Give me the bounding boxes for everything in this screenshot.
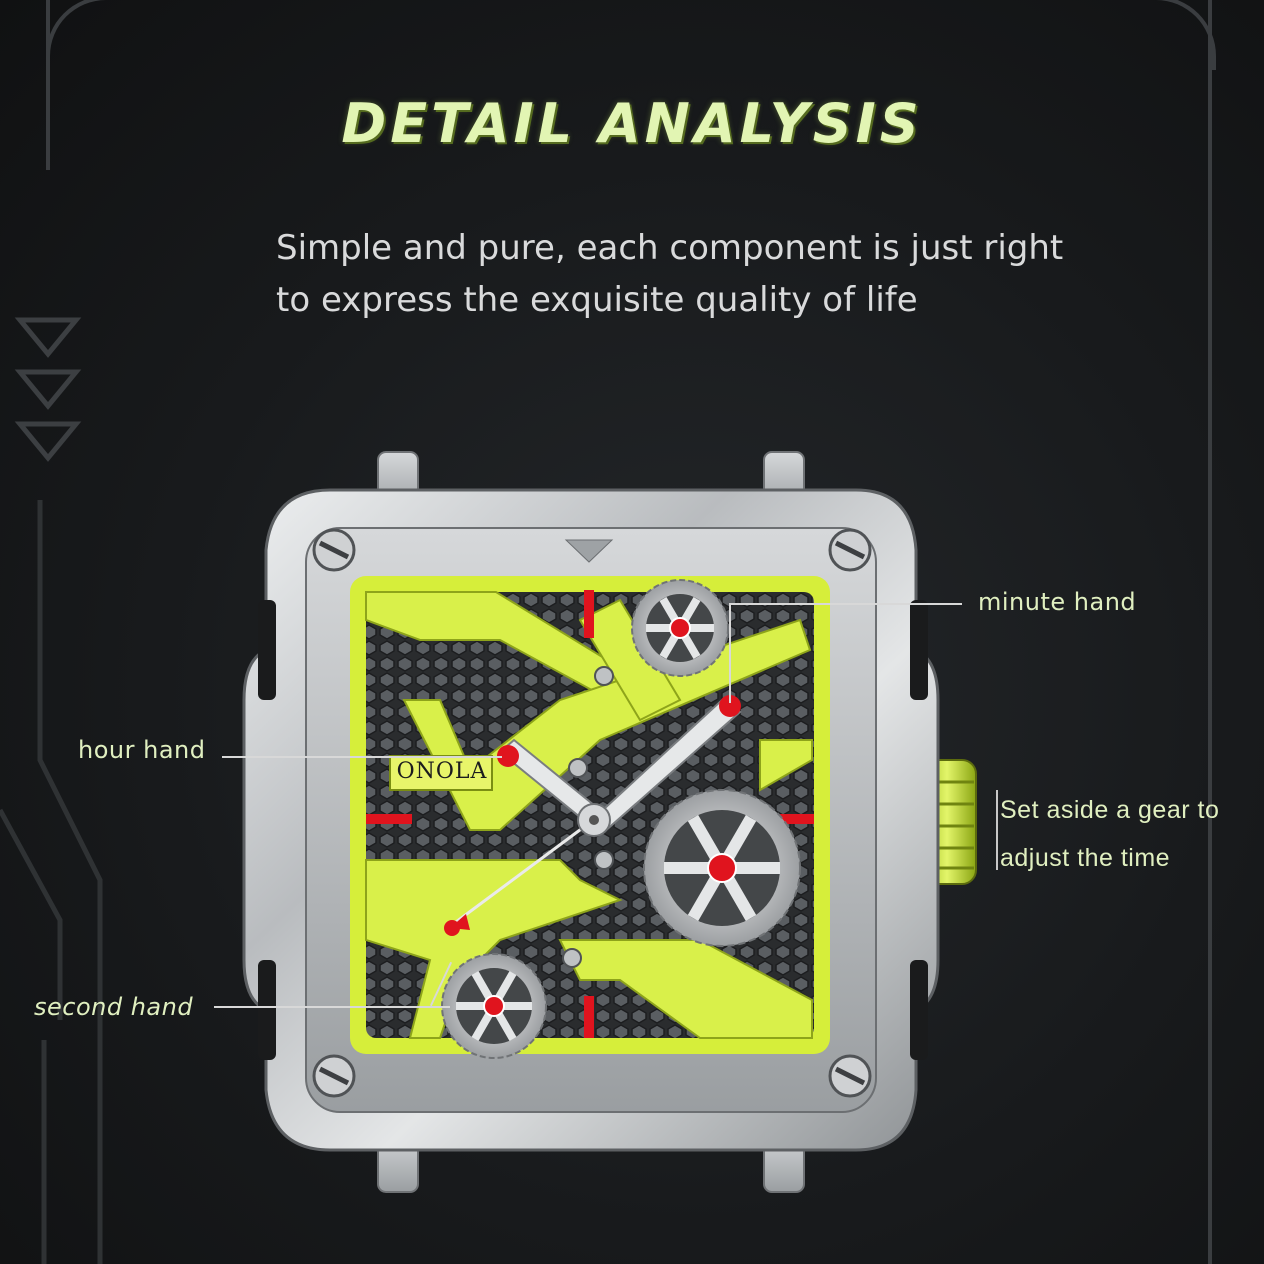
minute-hand-label: minute hand — [978, 588, 1137, 616]
chevron-ornament-icon — [14, 317, 82, 462]
second-hand-leader — [214, 1006, 450, 1008]
second-hand-label: second hand — [34, 993, 194, 1021]
crown-leader — [996, 790, 998, 870]
subtitle: Simple and pure, each component is just … — [276, 222, 1196, 326]
hour-hand-leader — [222, 756, 502, 758]
hour-hand-label: hour hand — [78, 736, 206, 764]
gear-bottom — [441, 953, 547, 1059]
subtitle-line-1: Simple and pure, each component is just … — [276, 228, 1064, 268]
bezel-screws — [312, 528, 872, 1098]
frame-line-right — [1208, 0, 1212, 1264]
dial-bridges — [365, 591, 813, 1039]
gear-right — [643, 789, 801, 947]
frame-line-left — [46, 0, 50, 170]
watch-hands — [444, 695, 742, 936]
crown-label-line-2: adjust the time — [1000, 844, 1171, 872]
subtitle-line-2: to express the exquisite quality of life — [276, 280, 918, 320]
brand-logo: ONOLA — [396, 759, 488, 784]
minute-hand-leader-vertical — [729, 603, 731, 703]
circuit-lines-decoration — [0, 500, 103, 1264]
minute-hand-leader — [730, 603, 962, 605]
gear-top — [631, 579, 729, 677]
page-title: DETAIL ANALYSIS — [341, 92, 923, 155]
crown-label-line-1: Set aside a gear to — [1000, 796, 1220, 824]
